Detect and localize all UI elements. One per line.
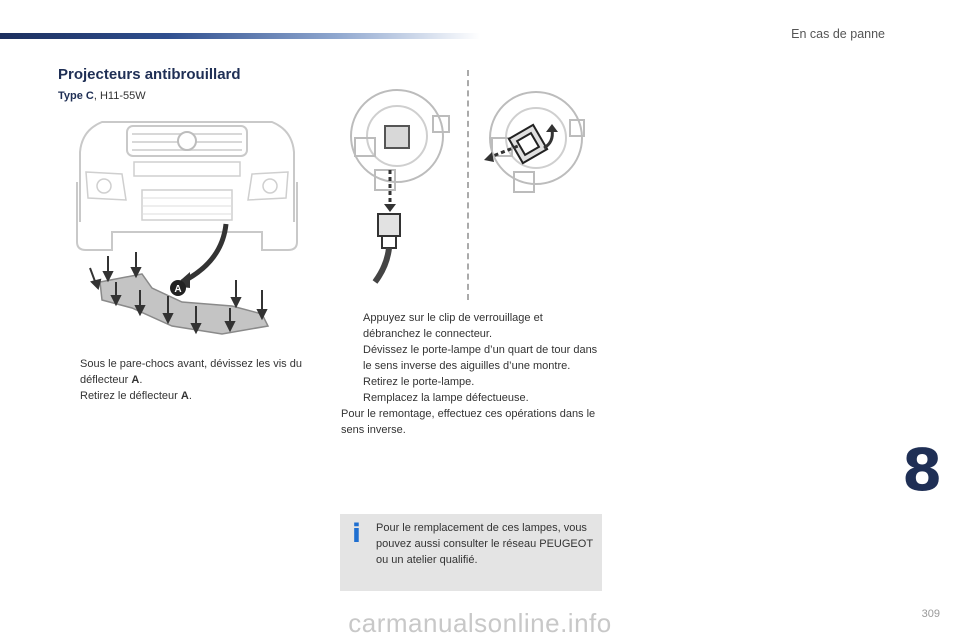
step-end: . xyxy=(188,390,192,402)
step-bold: A xyxy=(180,390,189,402)
watermark: carmanualsonline.info xyxy=(348,608,612,638)
label-a: A xyxy=(174,284,181,295)
page-number: 309 xyxy=(921,608,940,620)
bulb-type-label: Type C xyxy=(58,90,94,102)
step-text: Sous le pare-chocs avant, dévissez les v… xyxy=(80,358,302,386)
reassembly-note: Pour le remontage, effectuez ces opérati… xyxy=(341,408,596,436)
step-text: Remplacez la lampe défectueuse. xyxy=(363,392,529,404)
step-item: Retirez le porte-lampe. xyxy=(341,374,603,390)
chapter-number: 8 xyxy=(902,436,943,504)
chapter-title: En cas de panne xyxy=(791,27,885,41)
step-item: Dévissez le porte-lampe d’un quart de to… xyxy=(341,342,603,374)
section-title: Projecteurs antibrouillard xyxy=(58,66,241,83)
step-end: . xyxy=(139,374,143,386)
step-item: Sous le pare-chocs avant, dévissez les v… xyxy=(58,356,320,388)
steps-left: Sous le pare-chocs avant, dévissez les v… xyxy=(58,356,320,404)
step-bold: A xyxy=(131,374,140,386)
steps-right: Appuyez sur le clip de verrouillage et d… xyxy=(341,310,603,438)
step-text: Retirez le porte-lampe. xyxy=(363,376,475,388)
step-text: Retirez le déflecteur xyxy=(80,390,181,402)
step-item: Retirez le déflecteur A. xyxy=(58,388,320,404)
info-box: i Pour le remplacement de ces lampes, vo… xyxy=(340,514,602,591)
step-text: Dévissez le porte-lampe d’un quart de to… xyxy=(363,344,598,372)
fog-lamp-holder-illustration xyxy=(478,86,590,196)
bulb-type-value: , H11-55W xyxy=(93,90,146,102)
step-item: Appuyez sur le clip de verrouillage et d… xyxy=(341,310,603,342)
info-icon: i xyxy=(352,519,361,549)
step-item: Remplacez la lampe défectueuse. xyxy=(341,390,603,406)
fog-lamp-connector-illustration xyxy=(345,78,460,290)
figure-separator xyxy=(467,70,469,300)
bulb-type: Type C, H11-55W xyxy=(58,90,146,102)
header-gradient-bar xyxy=(0,33,480,39)
step-text: Appuyez sur le clip de verrouillage et d… xyxy=(363,312,543,340)
front-bumper-illustration: A xyxy=(72,112,302,344)
info-text: Pour le remplacement de ces lampes, vous… xyxy=(376,522,593,566)
